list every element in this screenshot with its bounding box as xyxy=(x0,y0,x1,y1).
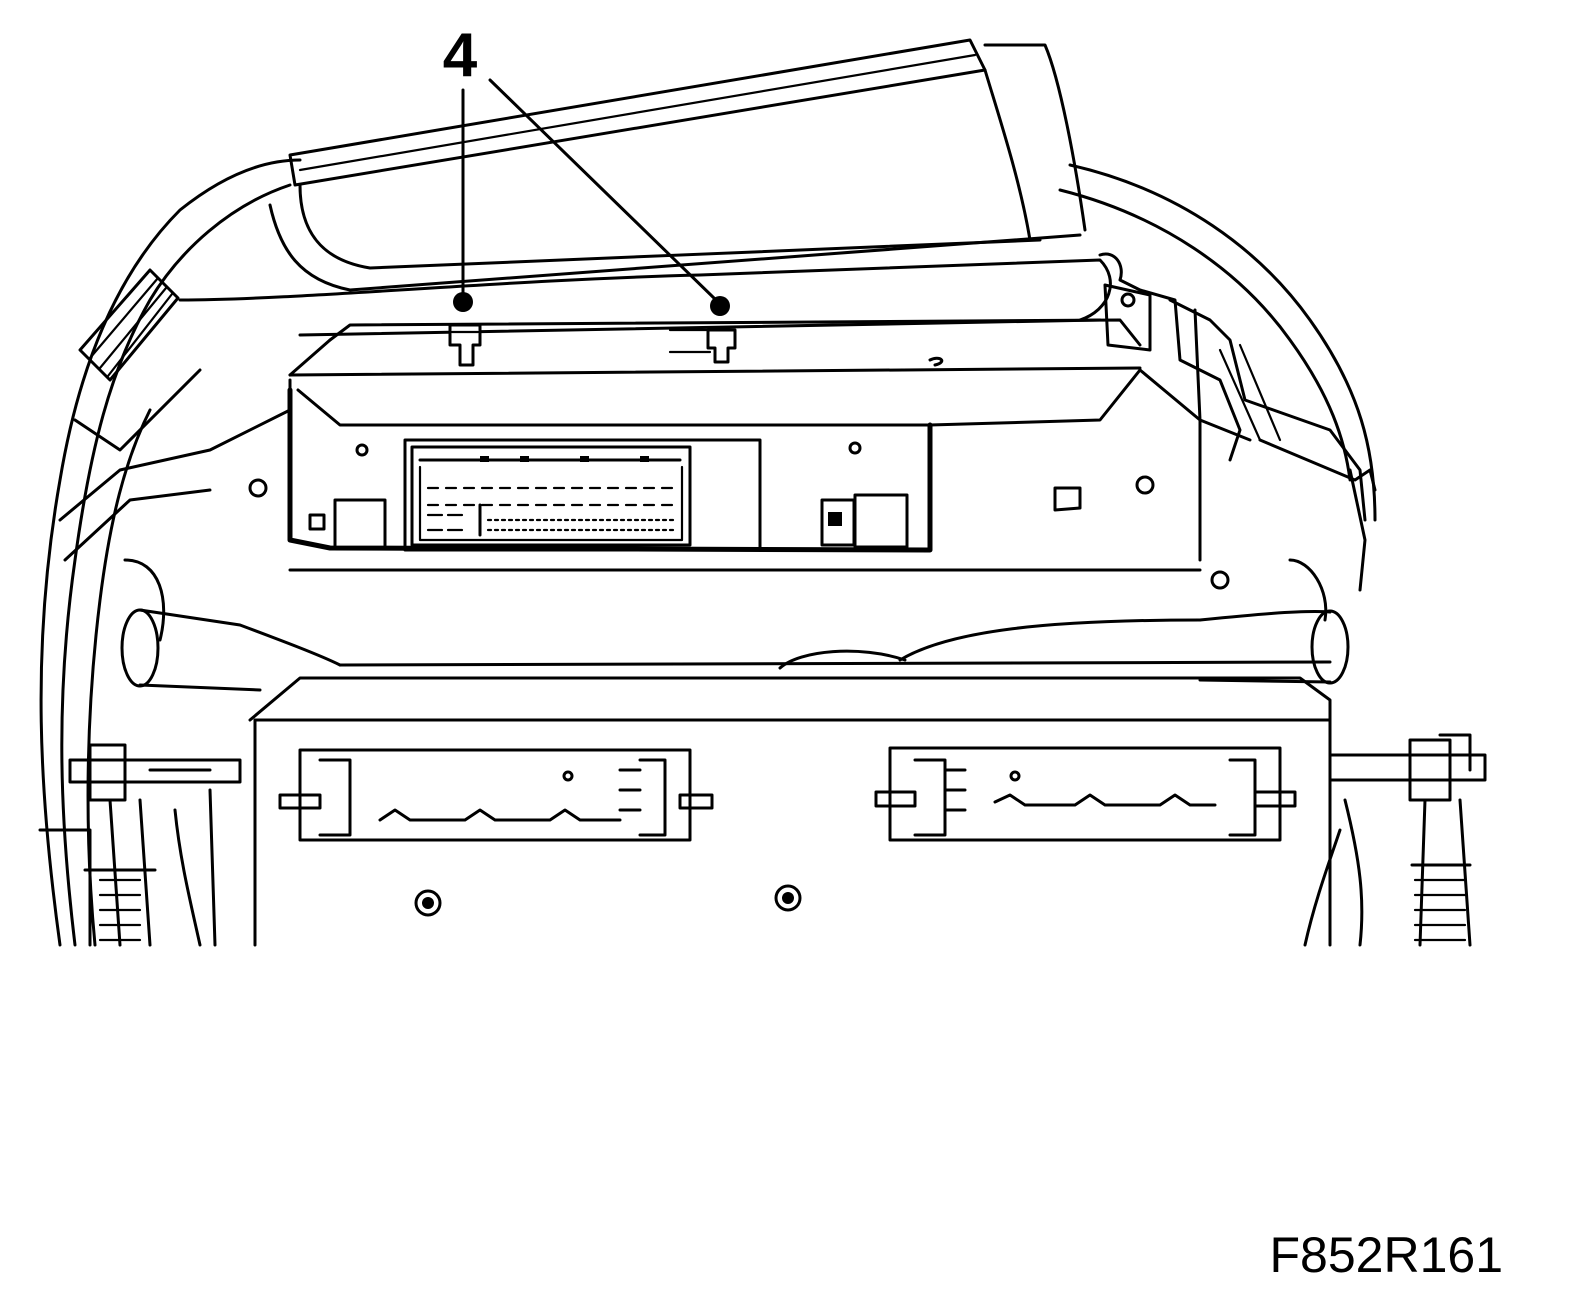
right-recliner-mechanism xyxy=(1210,558,1487,947)
cross-tube xyxy=(120,608,1350,692)
right-guide-rail xyxy=(874,746,1297,842)
fastening-clip-right xyxy=(668,328,737,364)
callout-label-4: 4 xyxy=(443,21,478,90)
upper-frame xyxy=(178,38,1112,337)
fastening-clip-left xyxy=(448,323,482,367)
left-guide-rail xyxy=(278,748,714,842)
callout-leaders xyxy=(453,78,730,316)
control-module xyxy=(248,318,1202,572)
figure-code: F852R161 xyxy=(1270,1227,1504,1283)
backrest-outline xyxy=(39,158,1377,947)
left-recliner-mechanism xyxy=(38,558,242,947)
lower-plate xyxy=(248,676,1332,947)
connector-pins xyxy=(426,486,678,537)
right-side-bracket xyxy=(1098,252,1377,592)
